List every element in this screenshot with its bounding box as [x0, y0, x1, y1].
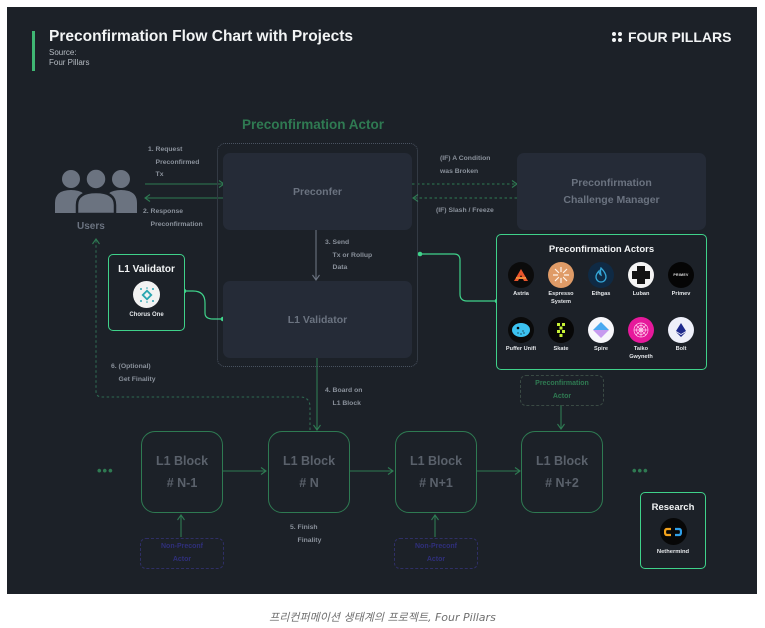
- bolt-label: Bolt: [675, 346, 687, 352]
- step-board-label: 4. Board on L1 Block: [325, 387, 363, 407]
- validator-card-connector: [184, 290, 223, 320]
- step-send-label: 3. Send Tx or Rollup Data: [325, 239, 373, 271]
- project-astria: Astria: [501, 262, 541, 298]
- project-skate: Skate: [541, 317, 581, 353]
- skate-logo-icon: [548, 317, 574, 343]
- brand-name: FOUR PILLARS: [628, 29, 732, 45]
- spire-label: Spire: [594, 346, 608, 352]
- astria-label: Astria: [513, 291, 529, 297]
- source-note: Source: Four Pillars: [49, 48, 89, 67]
- puffer-logo-icon: [508, 317, 534, 343]
- diagram-panel: Preconfirmation Flow Chart with Projects…: [7, 7, 757, 594]
- l1-validator-card-title: L1 Validator: [118, 264, 175, 275]
- section-title: Preconfirmation Actor: [242, 117, 385, 132]
- chorus-one-label: Chorus One: [129, 312, 164, 318]
- project-spire: Spire: [581, 317, 621, 353]
- skate-label: Skate: [553, 346, 569, 352]
- optional-finality-path: [92, 238, 311, 430]
- non-preconf-actor-box-1: Non-Preconf Actor: [140, 538, 224, 569]
- preconfirmation-actor-small-box: Preconfirmation Actor: [520, 375, 604, 406]
- step-response-label: 2. Response Preconfirmation: [143, 208, 203, 228]
- taiko-logo-icon: [628, 317, 654, 343]
- project-primev: PRIMEV Primev: [661, 262, 701, 298]
- bolt-logo-icon: [668, 317, 694, 343]
- spire-logo-icon: [588, 317, 614, 343]
- project-luban: Luban: [621, 262, 661, 298]
- step-finish-label: 5. Finish Finality: [290, 524, 322, 544]
- nethermind-logo-icon: [659, 518, 687, 545]
- preconfer-box: Preconfer: [223, 153, 412, 230]
- luban-label: Luban: [632, 291, 650, 297]
- source-value: Four Pillars: [49, 57, 90, 67]
- project-taiko-gwyneth: Taiko Gwyneth: [621, 317, 661, 361]
- actors-card-connector: [420, 253, 497, 302]
- espresso-label: Espresso System: [548, 291, 574, 305]
- project-ethgas: Ethgas: [581, 262, 621, 298]
- research-card-title: Research: [651, 502, 695, 513]
- project-nethermind: Nethermind: [641, 518, 705, 556]
- l1-validator-card: L1 Validator Chorus One: [108, 254, 185, 331]
- luban-logo-icon: [628, 262, 654, 288]
- page-title: Preconfirmation Flow Chart with Projects: [49, 28, 354, 45]
- ellipsis-left: •••: [97, 463, 114, 478]
- source-label: Source:: [49, 48, 77, 57]
- primev-label: Primev: [671, 291, 691, 297]
- ethgas-logo-icon: [588, 262, 614, 288]
- title-accent-bar: [32, 31, 35, 71]
- project-espresso: Espresso System: [541, 262, 581, 306]
- users-icon: [55, 167, 137, 213]
- l1-block-n: L1 Block # N: [268, 431, 350, 513]
- non-preconf-actor-box-2: Non-Preconf Actor: [394, 538, 478, 569]
- research-card: Research Nethermind: [640, 492, 706, 569]
- taiko-gwyneth-label: Taiko Gwyneth: [629, 346, 653, 360]
- condition-broken-label: (IF) A Condition was Broken: [440, 155, 491, 175]
- actors-card-title: Preconfirmation Actors: [548, 244, 655, 255]
- ethgas-label: Ethgas: [591, 291, 611, 297]
- nethermind-label: Nethermind: [656, 549, 690, 555]
- chorus-one-logo-icon: [133, 281, 160, 308]
- preconfirmation-actors-card: Preconfirmation Actors Astria Espresso S…: [496, 234, 707, 370]
- ellipsis-right: •••: [632, 463, 649, 478]
- step-request-label: 1. Request Preconfirmed Tx: [148, 146, 200, 178]
- astria-logo-icon: [508, 262, 534, 288]
- challenge-manager-box: Preconfirmation Challenge Manager: [517, 153, 706, 230]
- l1-validator-box: L1 Validator: [223, 281, 412, 358]
- connector-layer: [92, 180, 565, 537]
- l1-block-n-minus-1: L1 Block # N-1: [141, 431, 223, 513]
- figure-caption: 프리컨퍼메이션 생태계의 프로젝트, Four Pillars: [269, 611, 496, 624]
- users-label: Users: [77, 221, 105, 232]
- primev-logo-icon: PRIMEV: [668, 262, 694, 288]
- project-puffer-unifi: Puffer Unifi: [501, 317, 541, 353]
- project-chorus-one: Chorus One: [109, 281, 184, 319]
- espresso-logo-icon: [548, 262, 574, 288]
- brand-logo: FOUR PILLARS: [612, 29, 731, 45]
- step-optional-label: 6. (Optional) Get Finality: [111, 363, 156, 383]
- project-bolt: Bolt: [661, 317, 701, 353]
- four-pillars-dots-icon: [612, 32, 622, 42]
- slash-freeze-label: (IF) Slash / Freeze: [436, 207, 494, 214]
- l1-block-n-plus-2: L1 Block # N+2: [521, 431, 603, 513]
- puffer-unifi-label: Puffer Unifi: [505, 346, 537, 352]
- l1-block-n-plus-1: L1 Block # N+1: [395, 431, 477, 513]
- preconfirmation-actor-frame: [217, 143, 418, 367]
